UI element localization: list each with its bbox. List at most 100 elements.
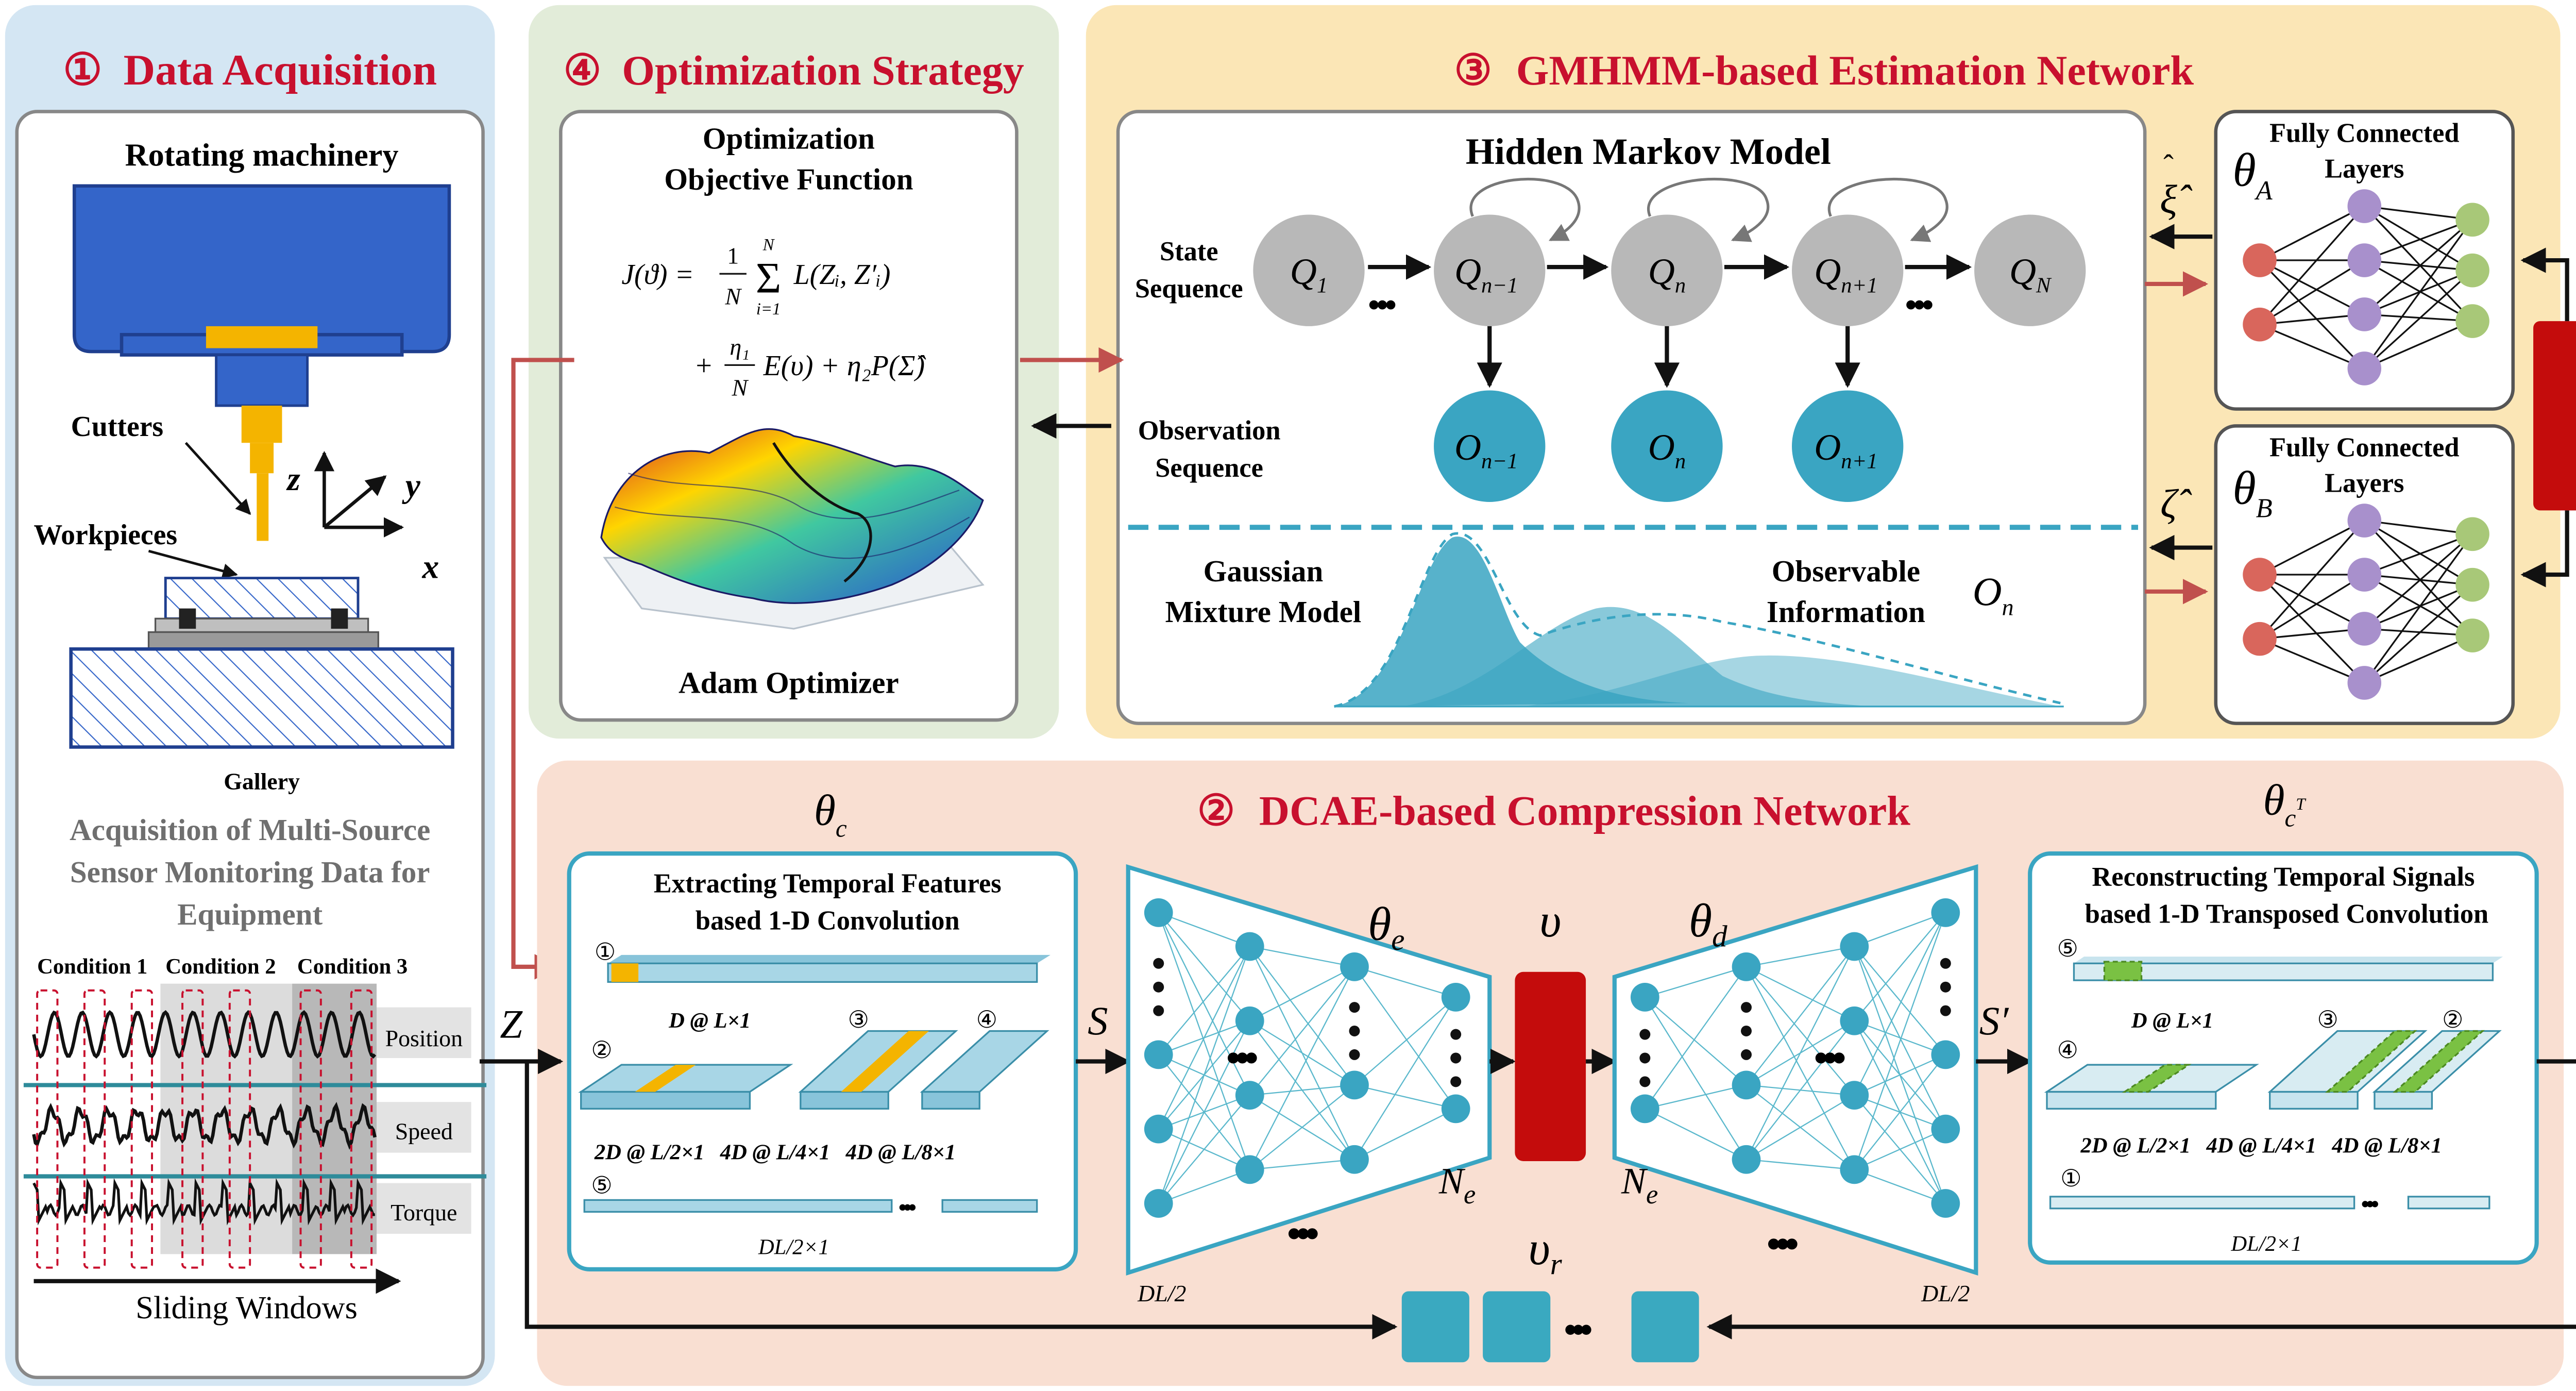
encoder-title-2: based 1-D Convolution: [696, 906, 960, 936]
fc-network-B: [2243, 504, 2489, 700]
panel-4-title-text: Optimization Strategy: [622, 47, 1024, 94]
encoder-nodes: [1144, 898, 1470, 1218]
encNet-dot-2-1: [1349, 1025, 1360, 1036]
panel-dcae-compression: ② DCAE-based Compression Network θc θcT …: [479, 760, 2576, 1386]
decNet-edge-1-2-1: [1745, 1020, 1855, 1160]
sliding-window-frames: [36, 989, 373, 1269]
recon-error-block-3: [1631, 1291, 1699, 1363]
theta-B-sub: B: [2256, 494, 2273, 524]
nnA-edge-0-0-3: [2259, 259, 2365, 370]
encNet-edge-1-2-0: [1249, 966, 1355, 1096]
encNet-node-1-1: [1235, 1006, 1264, 1035]
eq-frac1-num: 1: [727, 243, 739, 269]
qn-1-base: Q: [1454, 251, 1481, 292]
panel-4-title: ④ Optimization Strategy: [564, 47, 1024, 94]
observable-info-label-1: Observable: [1772, 554, 1920, 588]
nnB-edge-0-1-0: [2259, 519, 2365, 640]
signal-speed-label: Speed: [395, 1118, 453, 1144]
loss-surface-plot: [600, 428, 985, 630]
enc-layer-4: [921, 1091, 980, 1110]
decNet-node-0-1: [1630, 1094, 1659, 1124]
dec-dim-2D-pre: 2D: [2080, 1134, 2108, 1158]
state-node-qn+1: [1792, 214, 1904, 326]
dec-step-4: ④: [2057, 1037, 2078, 1063]
nnA-neuron-1-0: [2347, 189, 2382, 223]
qN-base: Q: [2009, 251, 2036, 292]
sliding-windows-label: Sliding Windows: [135, 1290, 358, 1326]
enc-flat-layer-end: [941, 1199, 1038, 1213]
theta-d-sub: d: [1712, 919, 1727, 953]
panel-optimization-strategy: ④ Optimization Strategy Optimization Obj…: [529, 5, 1059, 739]
self-loop-qn: [1647, 177, 1770, 242]
enc-dim-4Db: @ L/8×1: [878, 1141, 956, 1165]
encNet-edge-2-1-1: [1354, 1084, 1456, 1110]
nnA-neuron-1-2: [2347, 297, 2382, 331]
tool-holder: [215, 354, 309, 407]
nnB-neuron-2-1: [2455, 567, 2489, 602]
decoder-dim: DL/2: [1921, 1280, 1970, 1306]
on-1-base: O: [1454, 427, 1481, 468]
on-sub: n: [1675, 449, 1686, 473]
Ne-dec-base: N: [1621, 1160, 1648, 1201]
enc-dim-D: D @ L×1: [668, 1009, 751, 1033]
decNet-node-2-0: [1840, 932, 1869, 961]
upsilon-r-base: υ: [1529, 1222, 1550, 1275]
axis-triad: z y x: [286, 450, 439, 586]
decNet-edge-1-0-3: [1745, 966, 1855, 1170]
dec-flat-layer: [2049, 1196, 2355, 1210]
dec-kernel-1: [2103, 961, 2143, 981]
panel-1-title: ① Data Acquisition: [63, 46, 437, 94]
dec-layer-top: [2074, 957, 2503, 964]
torque-signal: [32, 1178, 375, 1226]
nnA-edge-0-1-1: [2259, 259, 2365, 326]
encoder-trapezoid: [1126, 864, 1492, 1276]
decNet-edge-1-2-0: [1745, 946, 1855, 1160]
on-symbol-sub: n: [2002, 594, 2014, 621]
encNet-node-2-1: [1340, 1070, 1369, 1100]
eq-sum-top: N: [762, 236, 775, 254]
fixture: [147, 631, 379, 650]
encNet-edge-0-3-0: [1158, 946, 1250, 1204]
encoder-dim: DL/2: [1137, 1280, 1186, 1306]
decoder-title-1: Reconstructing Temporal Signals: [2092, 862, 2475, 892]
decoder-box: [2028, 851, 2539, 1265]
dec-flat-layer-end: [2407, 1196, 2490, 1210]
decNet-edge-2-3-2: [1854, 1128, 1946, 1170]
nnB-edge-0-0-2: [2259, 574, 2365, 630]
panel-3-title-text: GMHMM-based Estimation Network: [1516, 47, 2194, 94]
enc-layer-2: [580, 1091, 751, 1110]
decNet-node-3-0: [1931, 898, 1960, 927]
fc-layers-A: Fully Connected Layers θA: [2214, 110, 2515, 411]
workpiece-table-drawing: [69, 577, 454, 749]
nnA-neuron-2-0: [2455, 203, 2489, 237]
encNet-node-3-1: [1441, 1094, 1470, 1124]
signal-torque-label: Torque: [391, 1199, 457, 1226]
decNet-node-2-1: [1840, 1006, 1869, 1035]
dec-step-3: ③: [2317, 1007, 2338, 1033]
decNet-edge-2-2-0: [1854, 912, 1946, 1096]
decNet-dot-1-2: [1741, 1049, 1752, 1060]
optimizer-to-dcae-arrow: [511, 358, 574, 980]
state-ellipsis-1: •••: [1368, 287, 1396, 324]
encNet-edge-1-0-0: [1249, 946, 1355, 967]
dec-layer-1: [2073, 962, 2494, 981]
gaussian-component-2: [1401, 607, 1875, 707]
encNet-dot-3-2: [1450, 1076, 1462, 1087]
sliding-window-1: [36, 989, 59, 1269]
nnB-edge-1-2-1: [2364, 584, 2473, 630]
encNet-node-0-2: [1144, 1114, 1173, 1144]
speed-signal: [32, 1102, 377, 1150]
nnB-edge-1-1-2: [2364, 574, 2473, 636]
nnA-edge-1-1-0: [2364, 219, 2473, 261]
input-to-error-arrow: [524, 1061, 1398, 1339]
enc-kernel-3: [841, 1031, 929, 1092]
encNet-node-2-2: [1340, 1145, 1369, 1174]
nnA-edge-0-1-3: [2259, 324, 2365, 370]
theta-cT: θcT: [2263, 776, 2307, 832]
nnA-edge-1-1-2: [2364, 259, 2473, 322]
gaussian-component-1: [1334, 537, 1689, 707]
cutters-pointer: [184, 442, 251, 515]
fc-network-A: [2243, 189, 2489, 386]
nnA-neuron-2-2: [2455, 304, 2489, 338]
dec-dims-row: 2D @ L/2×1 4D @ L/4×1 4D @ L/8×1: [2080, 1134, 2442, 1158]
